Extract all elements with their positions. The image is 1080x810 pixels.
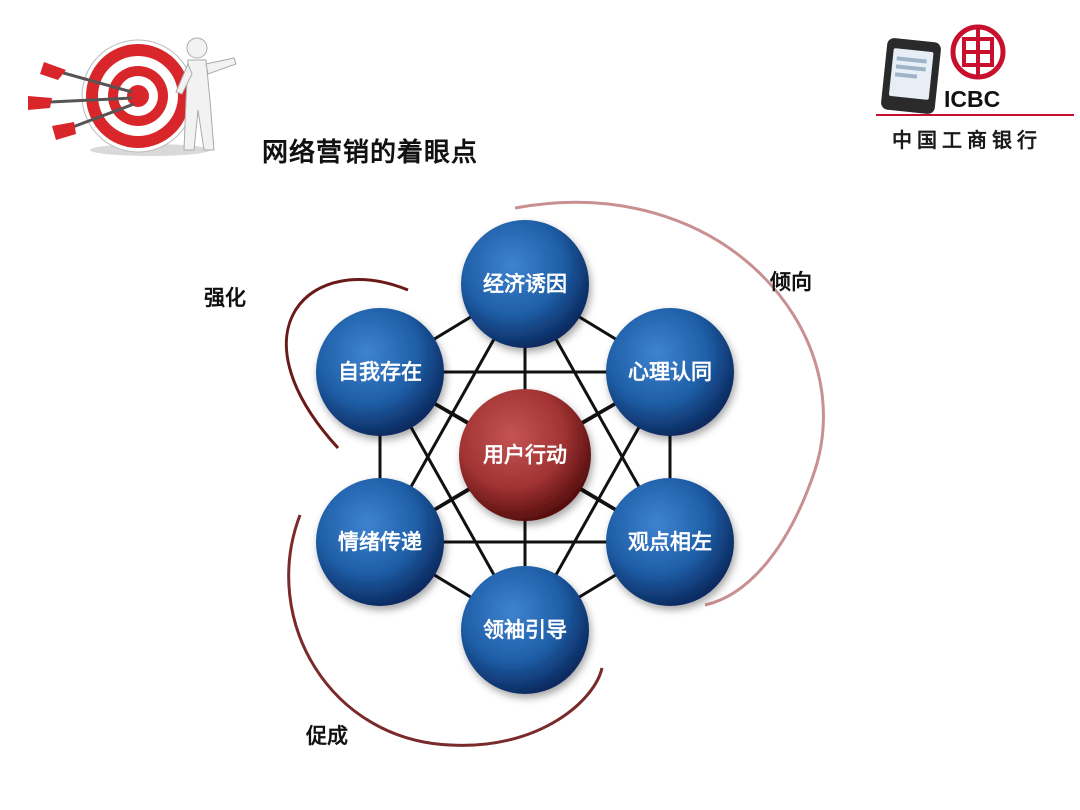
node-economic-incentive: 经济诱因 — [461, 220, 589, 348]
reinforce-arc — [284, 278, 409, 450]
node-psychological-identity-circle — [606, 308, 734, 436]
node-user-action-label: 用户行动 — [483, 443, 567, 467]
node-opposing-views-circle — [606, 478, 734, 606]
node-psychological-identity: 心理认同 — [606, 308, 734, 436]
page-title: 网络营销的着眼点 — [262, 138, 479, 168]
node-opposing-views-label: 观点相左 — [628, 530, 712, 554]
node-psychological-identity-label: 心理认同 — [628, 360, 712, 384]
mobile-phone-icon — [881, 38, 941, 114]
node-emotion-transfer: 情绪传递 — [316, 478, 444, 606]
tendency-arc — [514, 200, 825, 607]
node-emotion-transfer-circle — [316, 478, 444, 606]
logo-brand-text: ICBC — [944, 86, 1000, 112]
logo-bank-name: 中国工商银行 — [892, 128, 1042, 152]
node-leader-guidance: 领袖引导 — [461, 566, 589, 694]
tendency-label: 倾向 — [770, 270, 812, 294]
node-leader-guidance-label: 领袖引导 — [483, 618, 567, 642]
white-figure-icon — [175, 37, 237, 151]
node-self-existence-circle — [316, 308, 444, 436]
node-emotion-transfer-label: 情绪传递 — [338, 530, 422, 554]
facilitate-arc — [287, 514, 604, 747]
node-user-action: 用户行动 — [459, 389, 591, 521]
node-self-existence: 自我存在 — [316, 308, 444, 436]
facilitate-label: 促成 — [306, 724, 348, 748]
node-user-action-circle — [459, 389, 591, 521]
node-economic-incentive-label: 经济诱因 — [483, 272, 567, 296]
node-self-existence-label: 自我存在 — [338, 360, 422, 384]
target-with-arrows-icon — [28, 39, 210, 156]
node-opposing-views: 观点相左 — [606, 478, 734, 606]
icbc-emblem-icon — [950, 24, 1006, 80]
reinforce-label: 强化 — [204, 286, 246, 310]
node-leader-guidance-circle — [461, 566, 589, 694]
node-economic-incentive-circle — [461, 220, 589, 348]
